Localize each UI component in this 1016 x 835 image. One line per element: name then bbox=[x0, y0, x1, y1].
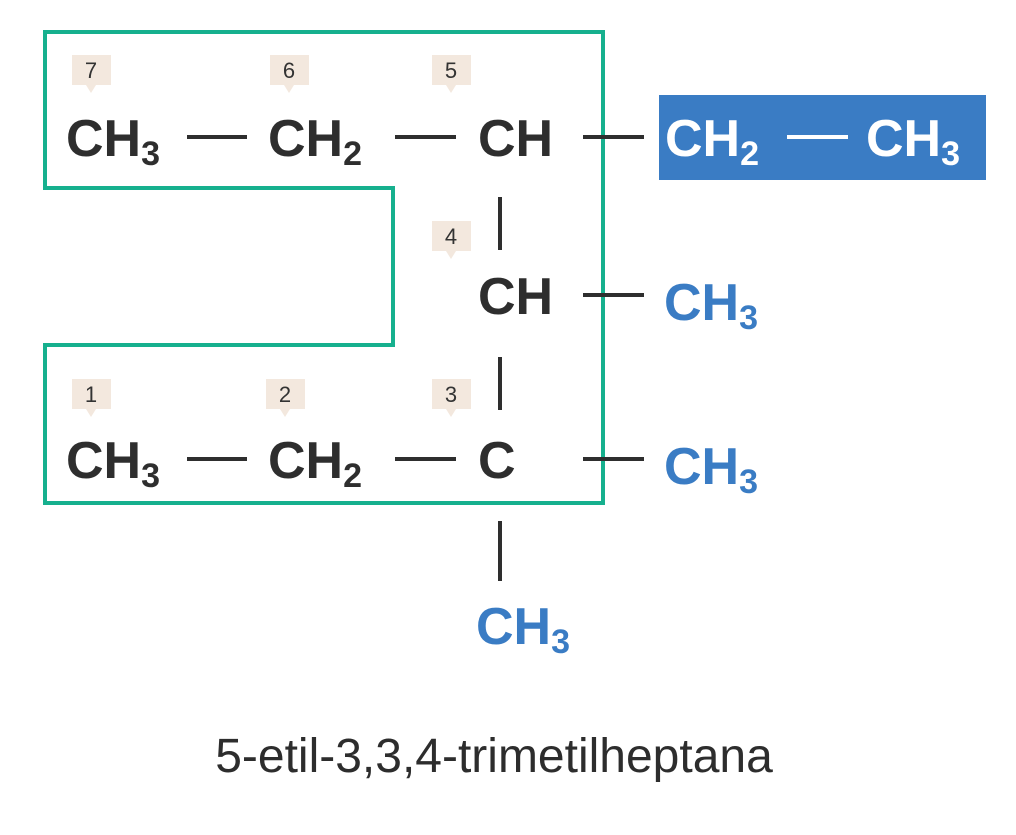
methyl-c4: CH3 bbox=[664, 274, 758, 337]
badge-1 bbox=[72, 379, 111, 417]
badge-5 bbox=[432, 55, 471, 93]
methyl-c3-right: CH3 bbox=[664, 438, 758, 501]
number-1: 1 bbox=[85, 382, 97, 407]
group-c4: CH bbox=[478, 268, 553, 326]
group-c3: C bbox=[478, 432, 516, 490]
methyl-c3-bottom: CH3 bbox=[476, 598, 570, 661]
badge-2 bbox=[266, 379, 305, 417]
number-6: 6 bbox=[283, 58, 295, 83]
group-c7: CH3 bbox=[66, 110, 160, 173]
number-4: 4 bbox=[445, 224, 457, 249]
badge-6 bbox=[270, 55, 309, 93]
badge-4 bbox=[432, 221, 471, 259]
badge-3 bbox=[432, 379, 471, 417]
group-c6: CH2 bbox=[268, 110, 362, 173]
number-3: 3 bbox=[445, 382, 457, 407]
number-7: 7 bbox=[85, 58, 97, 83]
group-c1: CH3 bbox=[66, 432, 160, 495]
compound-name: 5-etil-3,3,4-trimetilheptana bbox=[215, 730, 773, 783]
group-c5: CH bbox=[478, 110, 553, 168]
number-2: 2 bbox=[279, 382, 291, 407]
ethyl-ch3: CH3 bbox=[866, 110, 960, 173]
main-chain-outline bbox=[43, 30, 605, 505]
group-c2: CH2 bbox=[268, 432, 362, 495]
ethyl-ch2: CH2 bbox=[665, 110, 759, 173]
badge-7 bbox=[72, 55, 111, 93]
number-5: 5 bbox=[445, 58, 457, 83]
